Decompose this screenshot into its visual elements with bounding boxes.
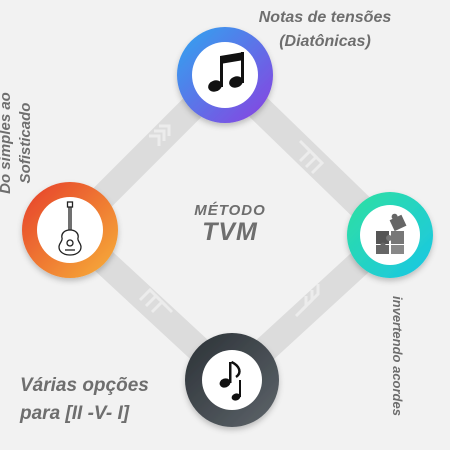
method-title-line2: TVM xyxy=(202,218,258,246)
node-top xyxy=(177,27,273,123)
label-top-line2: (Diatônicas) xyxy=(279,33,371,50)
node-bottom xyxy=(185,333,279,427)
label-left-line2: Sofisticado xyxy=(17,102,34,184)
label-right: invertendo acordes xyxy=(390,296,405,416)
label-left: Do simples ao Sofisticado xyxy=(0,81,46,205)
music-note-icon xyxy=(208,52,244,92)
method-title: MÉTODO TVM xyxy=(160,202,300,246)
label-bottom-line2: para [II -V- I] xyxy=(20,403,130,424)
label-left-line1: Do simples ao xyxy=(0,92,14,194)
label-bottom: Várias opções para [II -V- I] xyxy=(20,372,185,428)
guitar-icon xyxy=(58,201,82,256)
label-top-line1: Notas de tensões xyxy=(258,9,392,26)
music-note-icon xyxy=(219,360,241,401)
node-right xyxy=(347,192,433,278)
method-title-line1: MÉTODO xyxy=(194,202,266,219)
puzzle-icon xyxy=(376,213,407,254)
label-bottom-line1: Várias opções xyxy=(20,375,149,396)
label-top: Notas de tensões (Diatônicas) xyxy=(230,6,420,54)
